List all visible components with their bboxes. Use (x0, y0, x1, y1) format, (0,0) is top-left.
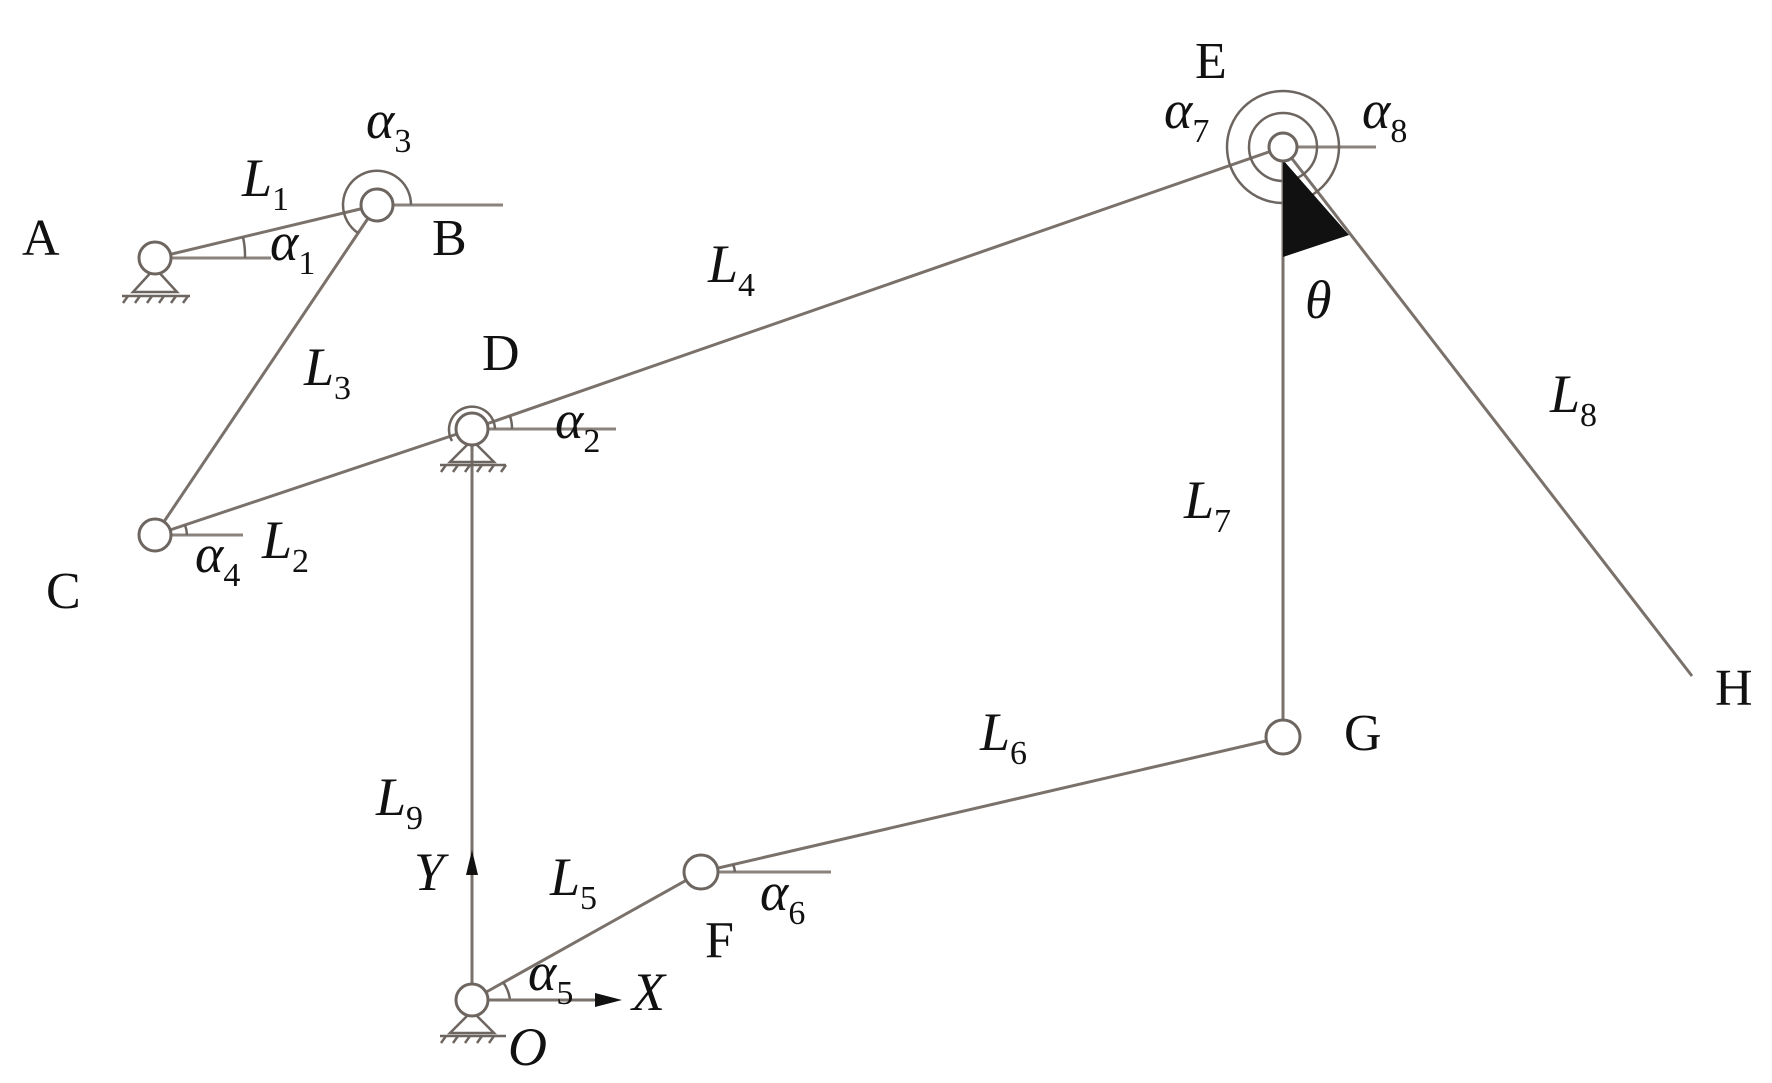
ground-support-D (439, 438, 508, 473)
label-X: X (630, 962, 667, 1022)
label-L3: L3 (303, 337, 351, 407)
joint-C (137, 517, 173, 553)
joint-O (454, 982, 490, 1018)
joint-B (359, 187, 395, 223)
label-A: A (22, 210, 60, 267)
link-labels: L1 L2 L3 L4 L5 L6 L7 L8 L9 (241, 148, 1597, 917)
y-axis-arrowhead (466, 850, 478, 875)
label-alpha5: α5 (528, 942, 573, 1012)
label-H: H (1715, 660, 1753, 717)
label-O: O (508, 1017, 547, 1077)
ground-support-O (439, 1009, 506, 1044)
label-L2: L2 (261, 510, 309, 580)
theta-wedge (1283, 160, 1349, 257)
label-L7: L7 (1183, 470, 1231, 540)
joint-D (454, 411, 490, 447)
point-labels: A B C D E F G H O X Y (22, 33, 1753, 1077)
label-alpha2: α2 (555, 390, 600, 460)
link-L8 (1281, 146, 1694, 677)
ground-support-A (121, 266, 190, 304)
label-alpha1: α1 (270, 212, 315, 282)
label-L4: L4 (707, 234, 755, 304)
label-L5: L5 (549, 847, 597, 917)
link-L5 (471, 870, 702, 1002)
label-alpha8: α8 (1362, 80, 1407, 150)
label-F: F (705, 912, 734, 969)
label-E: E (1195, 33, 1227, 90)
label-L1: L1 (241, 148, 289, 218)
link-L3 (153, 204, 379, 536)
joint-A (137, 240, 173, 276)
link-L6 (700, 735, 1284, 874)
label-G: G (1344, 705, 1382, 762)
angle-labels: α1 α2 α3 α4 α5 α6 α7 α8 θ (195, 80, 1407, 1012)
joint-G (1264, 718, 1302, 756)
label-L9: L9 (375, 767, 423, 837)
label-theta: θ (1305, 270, 1332, 330)
joint-E (1267, 131, 1299, 163)
label-L6: L6 (979, 702, 1027, 772)
label-D: D (482, 325, 520, 382)
label-L8: L8 (1549, 364, 1597, 434)
label-alpha3: α3 (366, 90, 411, 160)
label-alpha6: α6 (760, 862, 805, 932)
x-axis-arrowhead (595, 993, 622, 1007)
link-L4 (471, 145, 1284, 431)
link-L1 (154, 203, 378, 260)
label-alpha4: α4 (195, 524, 240, 594)
link-L2 (154, 427, 473, 537)
label-Y: Y (414, 842, 449, 902)
joint-F (682, 853, 720, 891)
label-alpha7: α7 (1164, 80, 1209, 150)
joints (137, 131, 1302, 1018)
links (153, 145, 1694, 1002)
label-B: B (432, 210, 467, 267)
label-C: C (46, 563, 81, 620)
